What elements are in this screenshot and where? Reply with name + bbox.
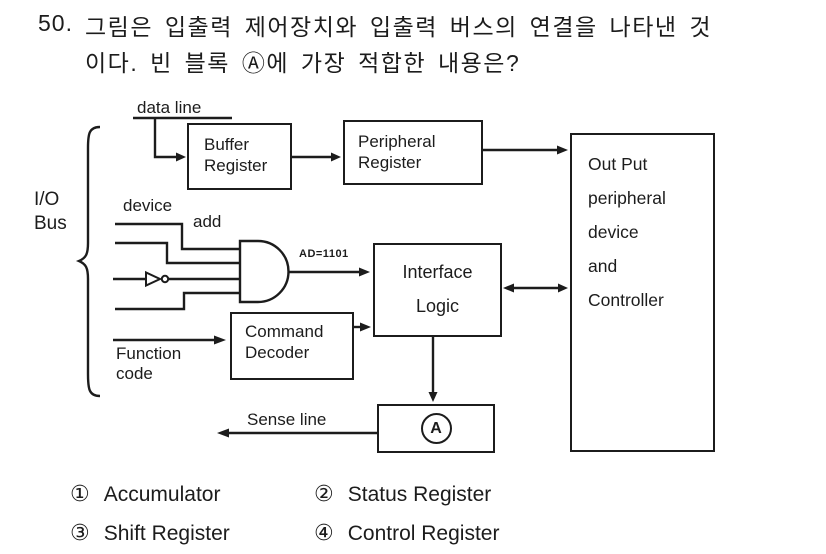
arrowhead-sense-left [217,428,229,438]
choice-3-label: Shift Register [103,522,230,545]
arrowhead-into-decoder [214,335,226,345]
question-number: 50. [38,10,73,36]
bus-line-1 [115,222,240,251]
arrowhead-into-interface [359,267,370,277]
io-bus-brace [75,125,101,398]
data-line-drop-wire [153,118,176,159]
arrowhead-decoder-interface [360,322,371,332]
not-gate [145,270,163,288]
circled-a-icon: A [420,413,452,444]
device-label: device [123,196,173,215]
choice-3-marker: ③ [70,520,90,545]
choice-2-label: Status Register [347,483,492,506]
data-line-label: data line [137,98,202,117]
arrowhead-into-blank [428,392,438,402]
and-output-address-label: AD=1101 [299,248,349,260]
interface-logic-block: Interface Logic [373,243,502,337]
bus-line-2 [115,241,240,265]
choice-4-marker: ④ [314,520,334,545]
choice-4-label: Control Register [347,522,500,545]
question-text-line1: 그림은 입출력 제어장치와 입출력 버스의 연결을 나타낸 것 [85,14,713,40]
arrowhead-into-output-mid [558,283,568,293]
peripheral-register-block: Peripheral Register [343,120,483,185]
buffer-register-block: Buffer Register [187,123,292,190]
arrowhead-into-peripheral [331,152,341,162]
not-gate-bubble [160,274,170,284]
choice-2-marker: ② [314,481,334,506]
choice-1: ① Accumulator [70,481,220,507]
and-gate [238,239,290,304]
choice-3: ③ Shift Register [70,520,230,546]
io-bus-label: I/O Bus [34,189,67,234]
bus-line-4 [115,291,240,311]
function-code-label: Function code [116,344,182,383]
choice-1-label: Accumulator [103,483,221,506]
sense-line-label: Sense line [247,410,327,429]
output-device-block: Out Put peripheral device and Controller [570,133,715,452]
choice-2: ② Status Register [314,481,491,507]
command-decoder-block: Command Decoder [230,312,354,380]
blank-block: A [377,404,495,453]
arrowhead-into-output-top [557,145,568,155]
choice-4: ④ Control Register [314,520,499,546]
device-add-label: add [193,212,222,231]
choice-1-marker: ① [70,481,90,506]
arrowhead-into-interface-right [503,283,514,293]
question-text-line2: 이다. 빈 블록 Ⓐ에 가장 적합한 내용은? [85,50,521,76]
arrowhead-into-buffer [176,152,186,162]
